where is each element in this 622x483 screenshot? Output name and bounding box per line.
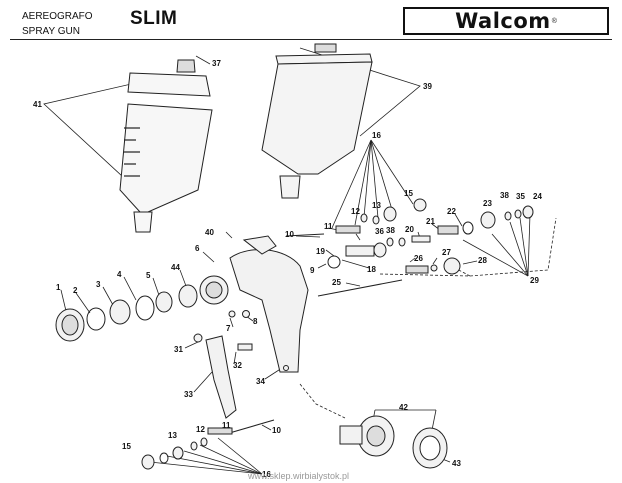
part-label-1: 1 [56, 283, 61, 292]
part-label-32: 32 [233, 361, 242, 370]
part-label-36: 36 [375, 227, 384, 236]
part-label-40: 40 [205, 228, 214, 237]
valve-parts [327, 198, 534, 275]
part-label-9: 9 [310, 266, 315, 275]
part-label-13-bottom: 13 [168, 431, 177, 440]
part-label-18: 18 [367, 265, 376, 274]
source-watermark: www.sklep.wirbialystok.pl [248, 471, 350, 481]
part-label-26: 26 [414, 254, 423, 263]
part-label-11-top: 11 [324, 222, 333, 231]
header-line-english: SPRAY GUN [22, 26, 80, 37]
part-label-12-top: 12 [351, 207, 360, 216]
part-label-28: 28 [478, 256, 487, 265]
part-label-16-top: 16 [372, 131, 381, 140]
needles [207, 225, 403, 435]
part-label-20: 20 [405, 225, 414, 234]
part-label-39: 39 [423, 82, 432, 91]
header-divider [10, 39, 612, 40]
part-label-41: 41 [33, 100, 42, 109]
part-label-4: 4 [117, 270, 122, 279]
part-label-10-top: 10 [285, 230, 294, 239]
header-subtitle: AEREOGRAFO SPRAY GUN [22, 9, 93, 39]
part-label-24: 24 [533, 192, 542, 201]
part-label-12-bottom: 12 [196, 425, 205, 434]
part-label-38-center: 38 [386, 226, 395, 235]
brand-logo: Walcom® [403, 7, 609, 35]
part-label-33: 33 [184, 390, 193, 399]
part-label-38-right: 38 [500, 191, 509, 200]
part-label-34: 34 [256, 377, 265, 386]
part-label-37: 37 [212, 59, 221, 68]
part-label-11-bottom: 11 [222, 421, 231, 430]
part-label-15-bottom: 15 [122, 442, 131, 451]
air-cap-assembly [339, 415, 448, 469]
part-label-5: 5 [146, 271, 151, 280]
gun-body [199, 235, 309, 373]
part-label-13-top: 13 [372, 201, 381, 210]
standard-cup [261, 43, 373, 199]
part-label-29: 29 [530, 276, 539, 285]
part-label-31: 31 [174, 345, 183, 354]
part-label-44: 44 [171, 263, 180, 272]
model-title: SLIM [130, 8, 178, 29]
part-numbers: 37 41 39 16 15 12 13 11 10 36 38 20 21 2… [33, 59, 542, 479]
part-label-8: 8 [253, 317, 258, 326]
part-label-2: 2 [73, 286, 78, 295]
trigger [193, 310, 289, 419]
part-label-7: 7 [226, 324, 231, 333]
part-label-43: 43 [452, 459, 461, 468]
bottom-small-parts [141, 437, 208, 470]
part-label-19: 19 [316, 247, 325, 256]
part-label-42: 42 [399, 403, 408, 412]
part-label-3: 3 [96, 280, 101, 289]
graduated-cup [119, 59, 213, 233]
part-label-16-bottom: 16 [262, 470, 271, 479]
part-label-25: 25 [332, 278, 341, 287]
part-label-6: 6 [195, 244, 200, 253]
part-label-22: 22 [447, 207, 456, 216]
nozzle-parts [55, 284, 198, 342]
part-label-23: 23 [483, 199, 492, 208]
leader-lines [43, 47, 557, 475]
brand-name: Walcom [455, 9, 551, 33]
part-label-15-top: 15 [404, 189, 413, 198]
part-label-21: 21 [426, 217, 435, 226]
part-label-35: 35 [516, 192, 525, 201]
header-line-italian: AEREOGRAFO [22, 11, 93, 22]
part-label-27: 27 [442, 248, 451, 257]
registered-mark: ® [551, 17, 557, 25]
part-label-10-bottom: 10 [272, 426, 281, 435]
